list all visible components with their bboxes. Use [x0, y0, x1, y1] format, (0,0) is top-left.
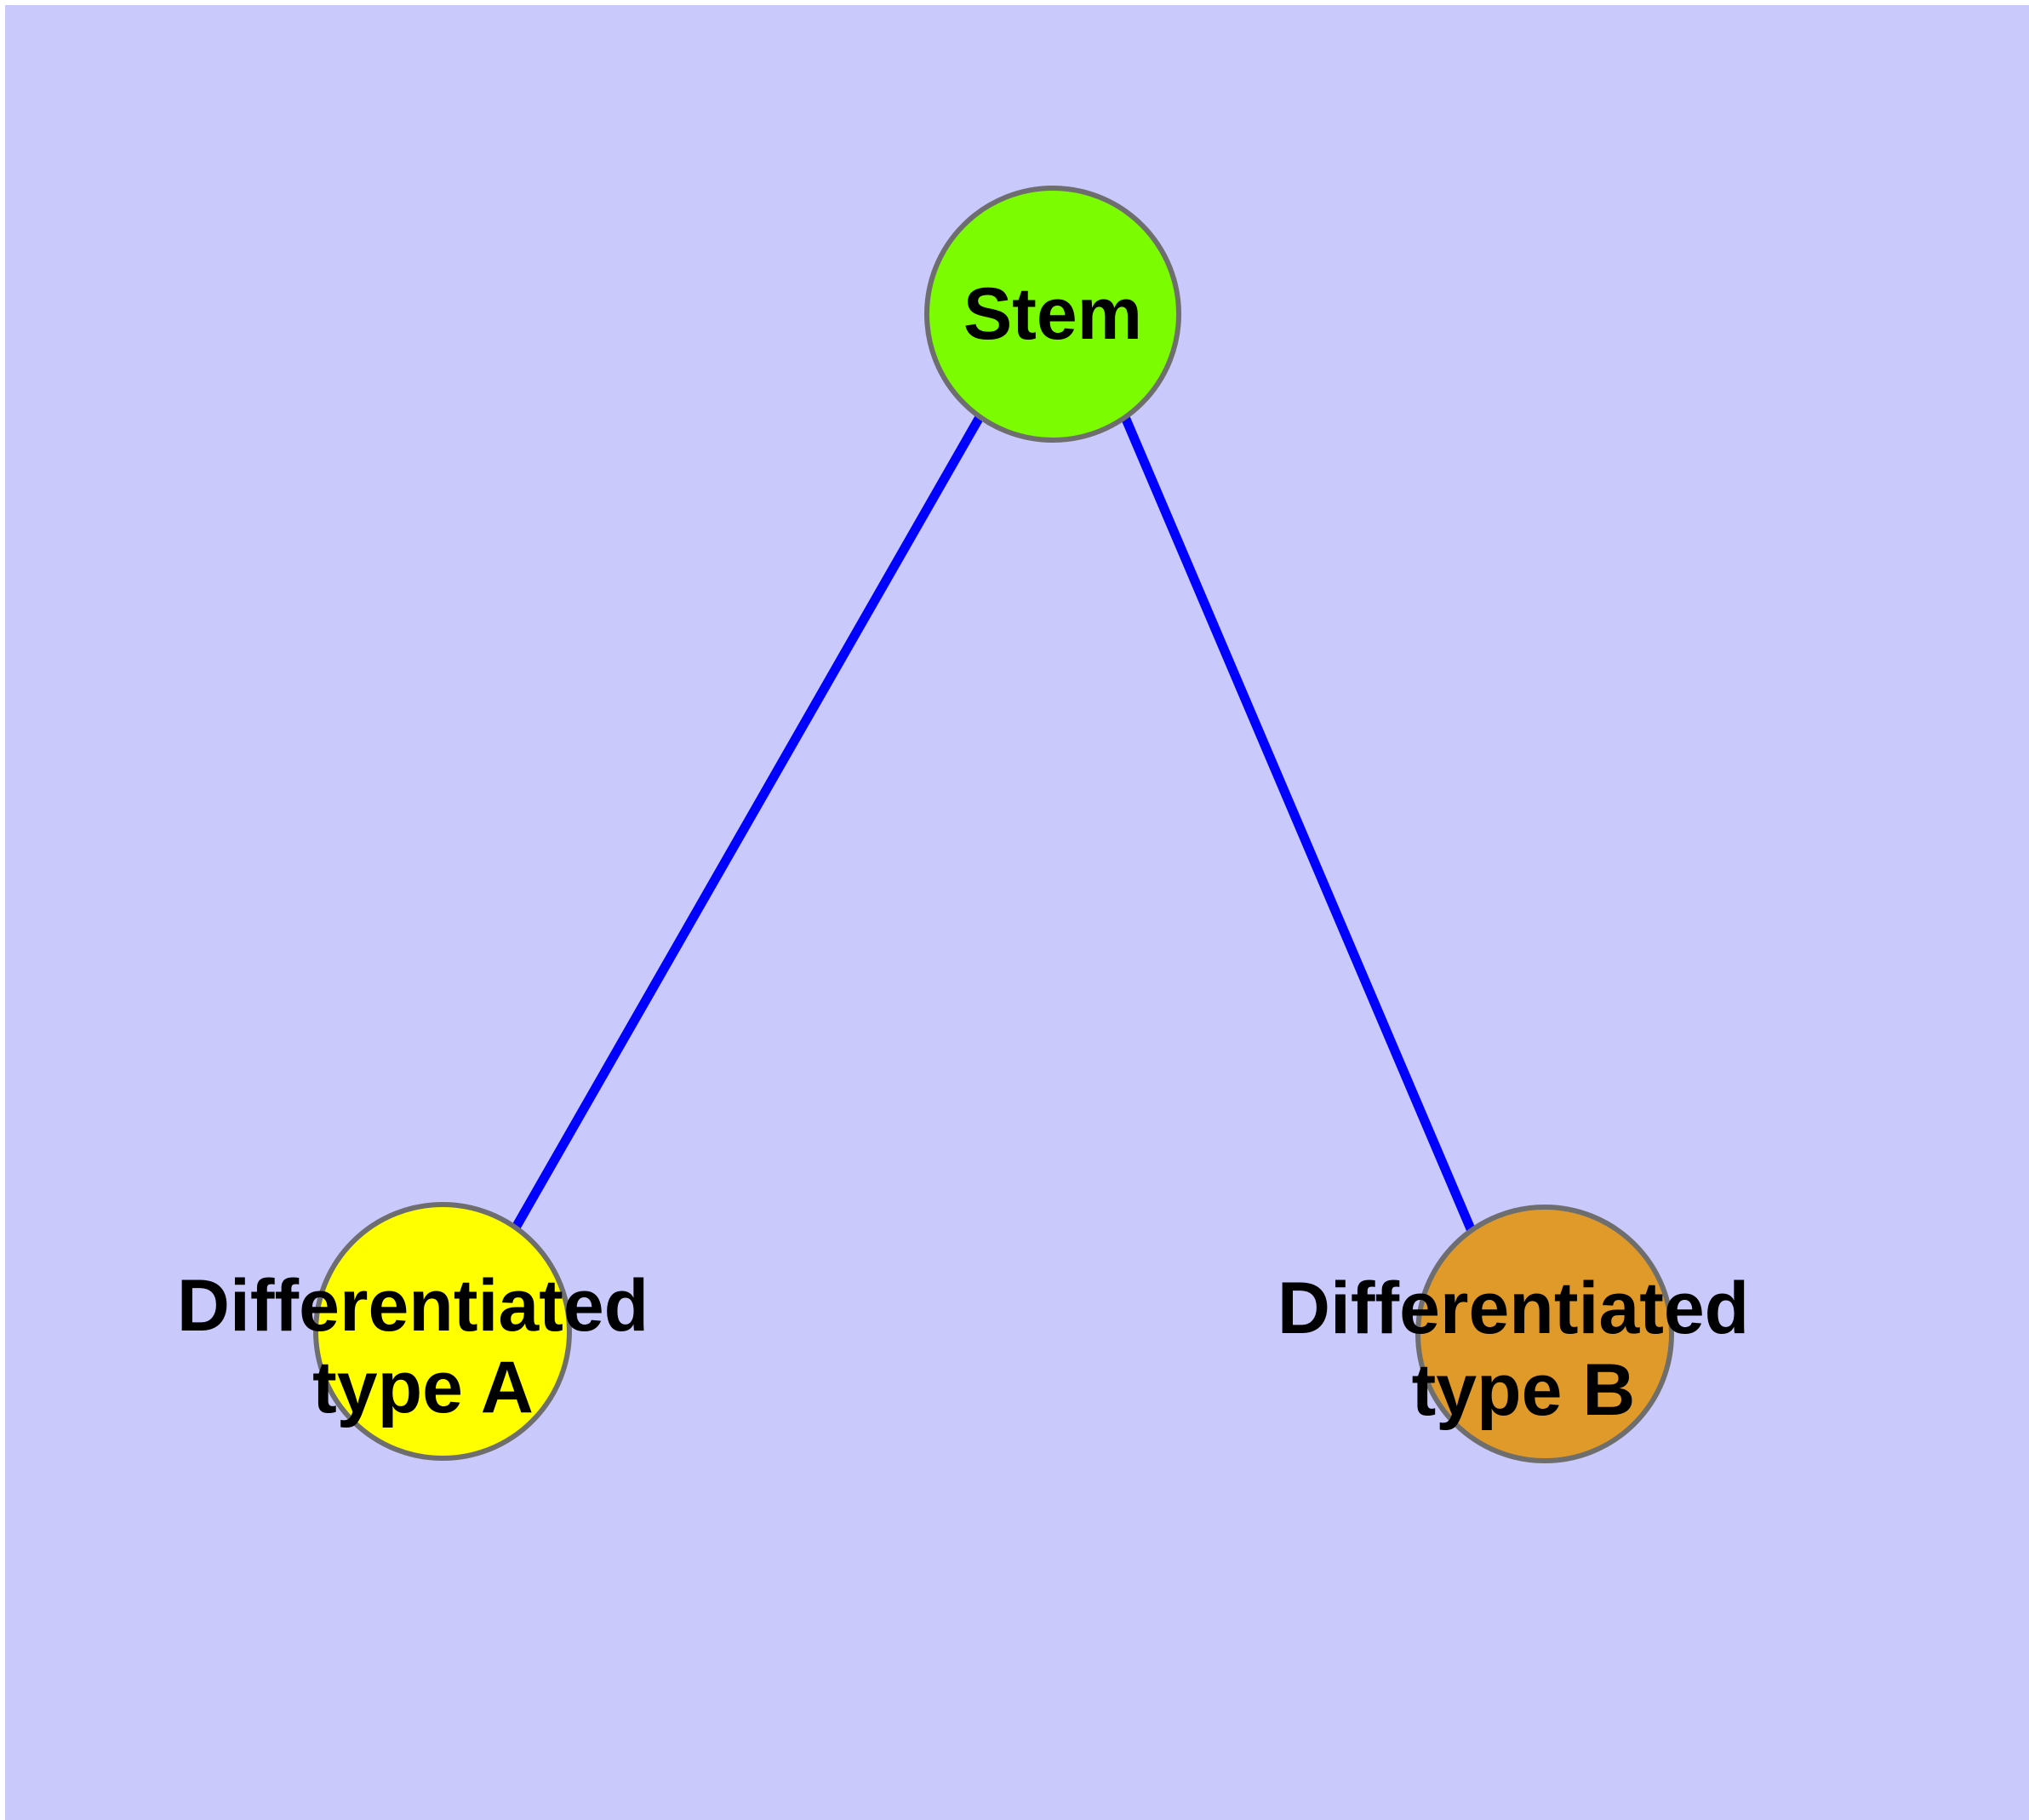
edge-stem-to-diff-a[interactable] — [512, 415, 984, 1230]
node-diff-a-circle[interactable] — [313, 1202, 572, 1461]
label-layer: Stem Differentiated type A Differentiate… — [177, 273, 1769, 1431]
edge-stem-to-diff-b[interactable] — [1120, 415, 1477, 1233]
node-stem-label: Stem — [963, 273, 1142, 355]
node-diff-b-label-line-1: Differentiated — [1277, 1268, 1749, 1349]
edge-layer — [512, 415, 1477, 1233]
node-diff-b-label: Differentiated type B — [1277, 1268, 1769, 1431]
node-stem-label-line-1: Stem — [963, 273, 1142, 355]
node-diff-a-label-line-1: Differentiated — [177, 1265, 649, 1347]
node-diff-b-label-line-2: type B — [1412, 1349, 1636, 1431]
node-diff-b-circle[interactable] — [1415, 1205, 1674, 1463]
node-diff-a-label-line-2: type A — [312, 1347, 534, 1428]
node-stem-circle[interactable] — [924, 186, 1181, 443]
node-stem[interactable] — [924, 186, 1181, 443]
node-diff-b[interactable] — [1415, 1205, 1674, 1463]
node-diff-a[interactable] — [313, 1202, 572, 1461]
node-diff-a-label: Differentiated type A — [177, 1265, 669, 1428]
node-layer — [313, 186, 1674, 1463]
